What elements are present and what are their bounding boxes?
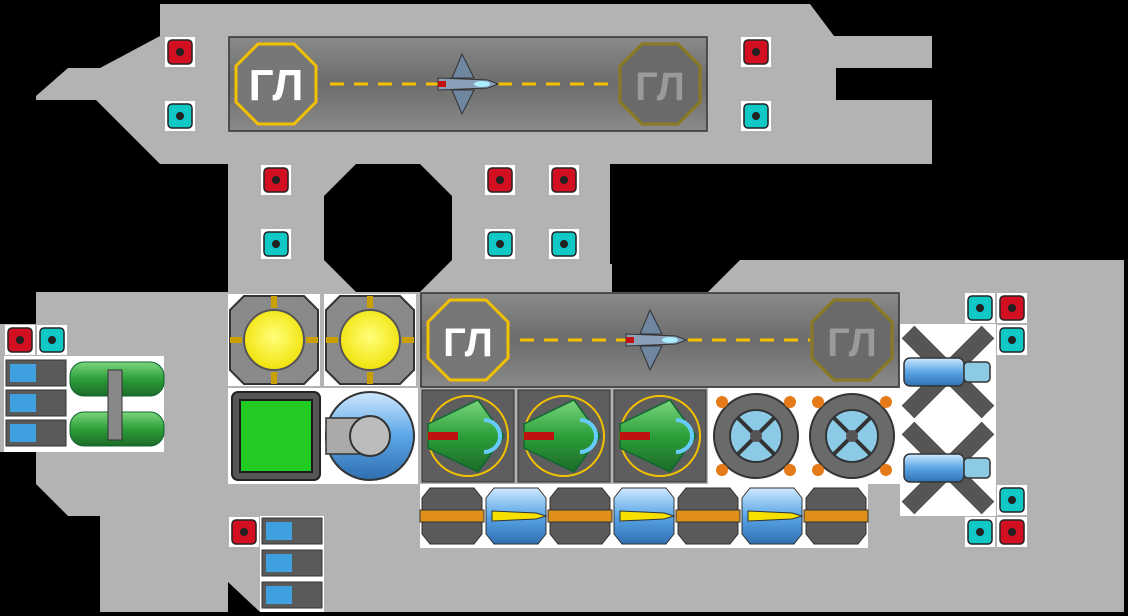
battery-4[interactable] <box>261 517 323 545</box>
laser-1[interactable] <box>485 487 548 545</box>
battery-3[interactable] <box>5 419 67 447</box>
pad-left-2-label: ГЛ <box>443 321 493 365</box>
cannon-1[interactable] <box>419 487 485 545</box>
laser-2[interactable] <box>613 487 676 545</box>
pad-left-2 <box>426 298 510 382</box>
pad-right <box>618 42 702 126</box>
lower-runway[interactable]: ГЛ ГЛ <box>420 292 900 388</box>
pad-right-2-label: ГЛ <box>827 321 877 365</box>
cyan-node[interactable] <box>165 101 195 131</box>
left-batteries <box>4 356 165 452</box>
reactor-2[interactable] <box>324 294 416 386</box>
red-node[interactable] <box>741 37 771 67</box>
upper-runway[interactable]: ГЛ ГЛ <box>228 36 708 132</box>
battery-6[interactable] <box>261 581 323 609</box>
engine-1[interactable] <box>900 324 996 420</box>
red-node[interactable] <box>5 325 35 355</box>
weapon-row <box>419 484 869 548</box>
void-hole-2 <box>612 164 740 292</box>
shield-generator-2[interactable] <box>804 388 900 484</box>
connection-nodes <box>5 37 1027 547</box>
pad-right-label: ГЛ <box>635 65 685 109</box>
cyan-node[interactable] <box>37 325 67 355</box>
red-node[interactable] <box>549 165 579 195</box>
green-tank[interactable] <box>68 356 165 452</box>
green-wing-1[interactable] <box>421 389 515 483</box>
battery-5[interactable] <box>261 549 323 577</box>
pad-right-2 <box>810 298 894 382</box>
reactor-1[interactable] <box>228 294 320 386</box>
green-wing-2[interactable] <box>517 389 611 483</box>
engine-2[interactable] <box>900 420 996 516</box>
cyan-node[interactable] <box>261 229 291 259</box>
battery-2[interactable] <box>5 389 67 417</box>
cannon-3[interactable] <box>675 487 741 545</box>
red-node[interactable] <box>165 37 195 67</box>
red-node[interactable] <box>997 293 1027 323</box>
cyan-node[interactable] <box>965 293 995 323</box>
fighter-icon-2 <box>625 308 688 372</box>
shield-generator-1[interactable] <box>708 388 804 484</box>
pad-left <box>234 42 318 126</box>
cannon-2[interactable] <box>547 487 613 545</box>
pad-left-label: ГЛ <box>249 61 304 110</box>
laser-3[interactable] <box>741 487 804 545</box>
battery-1[interactable] <box>5 359 67 387</box>
red-node[interactable] <box>261 165 291 195</box>
red-node[interactable] <box>997 517 1027 547</box>
red-node[interactable] <box>485 165 515 195</box>
cyan-node[interactable] <box>997 325 1027 355</box>
hangar-wings <box>421 389 707 483</box>
cyan-node[interactable] <box>997 485 1027 515</box>
green-wing-3[interactable] <box>613 389 707 483</box>
cyan-node[interactable] <box>965 517 995 547</box>
fighter-icon <box>437 52 500 116</box>
red-node[interactable] <box>229 517 259 547</box>
cyan-node[interactable] <box>549 229 579 259</box>
cyan-node[interactable] <box>741 101 771 131</box>
cargo-bay[interactable] <box>228 388 324 484</box>
void-hole <box>324 164 452 292</box>
bottom-batteries <box>260 516 324 612</box>
turret[interactable] <box>322 388 418 484</box>
cyan-node[interactable] <box>485 229 515 259</box>
cannon-4[interactable] <box>803 487 869 545</box>
